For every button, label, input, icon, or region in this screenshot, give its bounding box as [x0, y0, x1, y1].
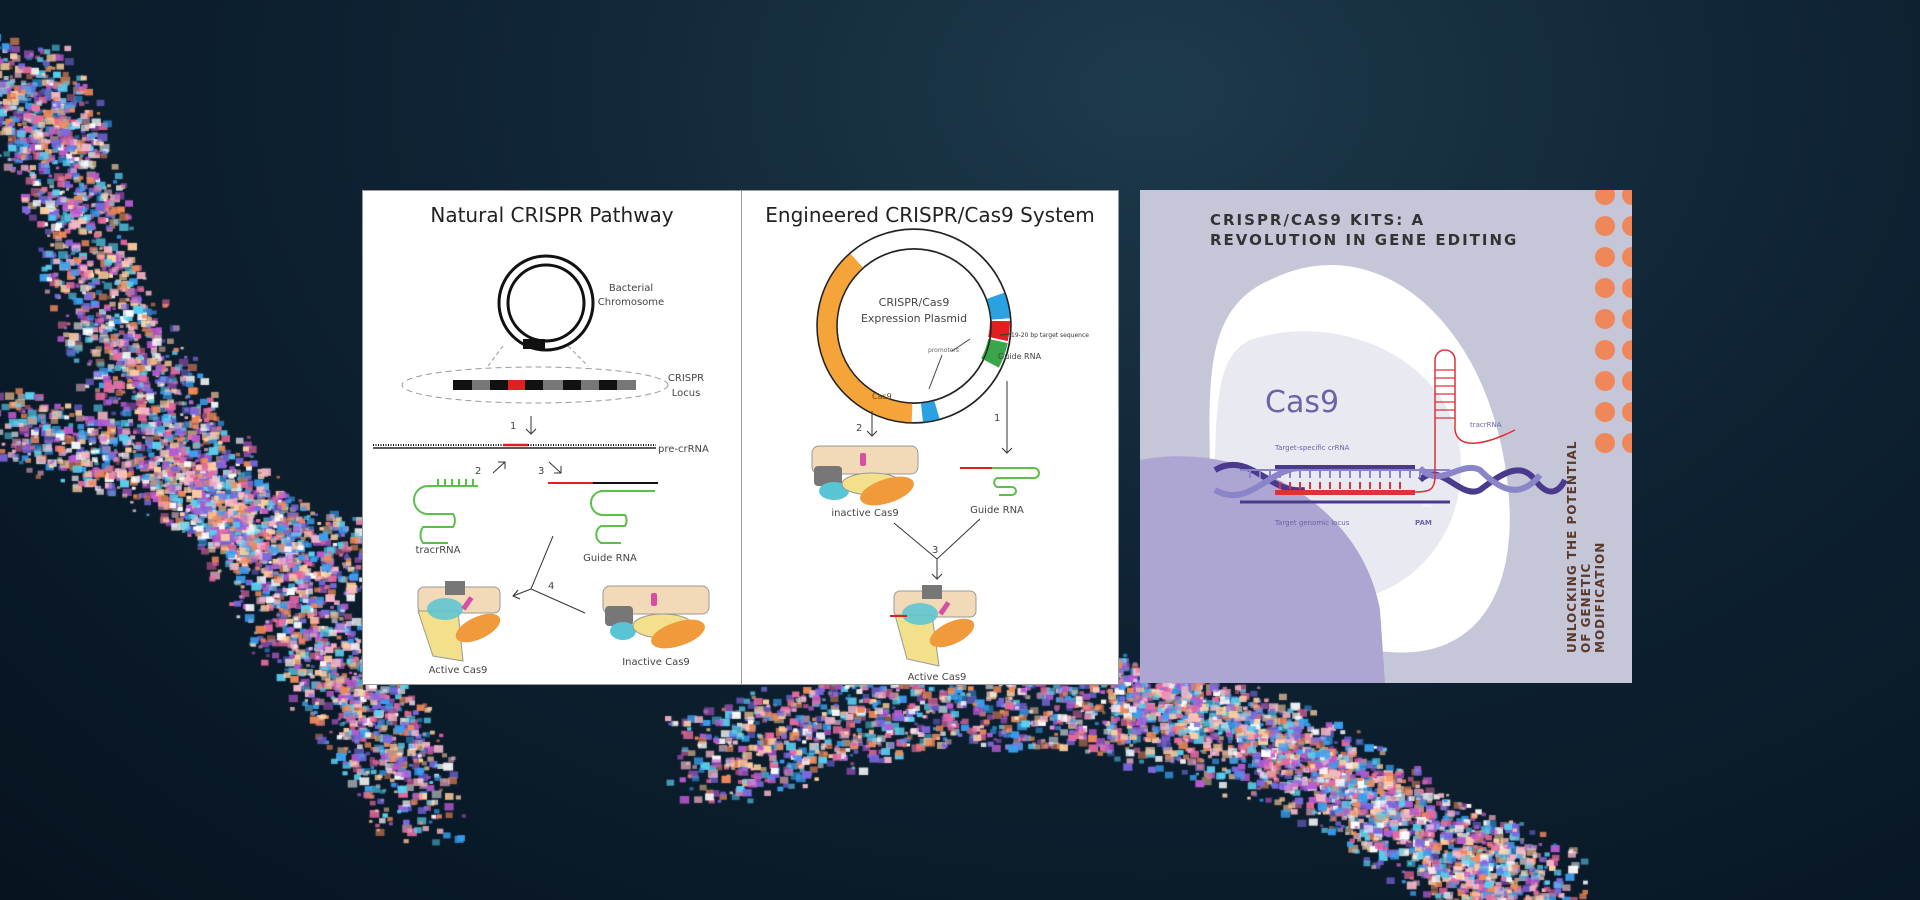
- crispr-locus-bar: [453, 380, 636, 390]
- orange-dot: [1595, 340, 1615, 360]
- ngg-label: NGG: [1423, 503, 1432, 508]
- guide-rna-structure: [960, 467, 1040, 496]
- promoters-label: promoters: [928, 347, 959, 354]
- plasmid-label: Expression Plasmid: [861, 312, 967, 325]
- orange-dot: [1622, 433, 1632, 453]
- tracrrna-structure: [413, 479, 478, 544]
- pre-crrna-strand: [373, 443, 656, 449]
- poster-title: REVOLUTION IN GENE EDITING: [1210, 231, 1518, 249]
- merge-arrow-icon: [512, 535, 586, 614]
- poster-tagline: UNLOCKING THE POTENTIAL: [1565, 441, 1579, 653]
- purple-circle-shape: [1140, 456, 1385, 683]
- orange-dot: [1622, 402, 1632, 422]
- locus-zoom-ellipse: [401, 366, 669, 404]
- plasmid-label: CRISPR/Cas9: [879, 296, 950, 309]
- arrow-down-icon: [1001, 381, 1013, 454]
- natural-crispr-pathway-figure: Natural CRISPR Pathway Bacterial Chromos…: [362, 190, 742, 685]
- arrow-down-right-icon: [548, 461, 562, 474]
- guide-rna-label: Guide RNA: [970, 505, 1024, 516]
- active-cas9-label: Active Cas9: [908, 672, 967, 683]
- orange-dot: [1595, 433, 1615, 453]
- step-3-label: 3: [538, 466, 544, 477]
- orange-dot: [1595, 371, 1615, 391]
- guide-rna-label: Guide RNA: [583, 553, 637, 564]
- active-cas9-label: Active Cas9: [429, 665, 488, 676]
- poster-tagline: OF GENETIC: [1579, 563, 1593, 653]
- orange-dot: [1622, 309, 1632, 329]
- orange-dot: [1622, 371, 1632, 391]
- locus-label: Locus: [672, 388, 701, 399]
- chromosome-label: Chromosome: [598, 297, 664, 308]
- step-4-label: 4: [548, 581, 554, 592]
- arrow-down-icon: [866, 411, 878, 437]
- step-2-label: 2: [856, 423, 862, 434]
- tracrrna-label: tracrRNA: [415, 545, 460, 556]
- orange-dot: [1595, 402, 1615, 422]
- orange-dot: [1622, 247, 1632, 267]
- inactive-cas9-icon: [602, 585, 710, 649]
- pam-label: PAM: [1415, 519, 1432, 527]
- figure-title: Engineered CRISPR/Cas9 System: [765, 203, 1094, 227]
- target-sequence-label: 19-20 bp target sequence: [1011, 332, 1089, 339]
- inactive-cas9-label: inactive Cas9: [831, 508, 898, 519]
- guide-rna-segment-label: Guide RNA: [998, 352, 1042, 361]
- active-cas9-icon: [890, 585, 977, 667]
- orange-dot: [1622, 190, 1632, 205]
- arrow-down-icon: [525, 416, 537, 435]
- active-cas9-icon: [417, 581, 501, 662]
- merge-arrow-icon: [893, 518, 981, 580]
- poster-title: CRISPR/CAS9 KITS: A: [1210, 211, 1425, 229]
- cas9-label: Cas9: [1265, 385, 1339, 420]
- orange-dot: [1622, 216, 1632, 236]
- dna-double-helix: [1213, 461, 1568, 504]
- bacterial-chromosome-icon: [497, 254, 595, 352]
- cas9-segment-label: Cas9: [872, 392, 892, 401]
- orange-dot: [1595, 278, 1615, 298]
- figure-title: Natural CRISPR Pathway: [430, 203, 673, 227]
- tracrrna-label: tracrRNA: [1470, 421, 1502, 429]
- orange-dot: [1595, 216, 1615, 236]
- step-1-label: 1: [510, 421, 516, 432]
- locus-label: CRISPR: [668, 373, 704, 384]
- orange-dot: [1595, 309, 1615, 329]
- rna-guide-strand: [1275, 349, 1516, 495]
- crrna-label: Target-specific crRNA: [1274, 444, 1350, 452]
- pre-crrna-label: pre-crRNA: [658, 444, 709, 455]
- arrow-up-right-icon: [492, 461, 506, 474]
- step-2-label: 2: [475, 466, 481, 477]
- genomic-locus-label: Target genomic locus: [1274, 519, 1350, 527]
- expression-plasmid-icon: [816, 228, 1012, 424]
- inactive-cas9-icon: [811, 445, 919, 506]
- poster-tagline: MODIFICATION: [1593, 542, 1607, 653]
- orange-dot: [1622, 340, 1632, 360]
- step-1-label: 1: [994, 413, 1000, 424]
- orange-dot: [1595, 190, 1615, 205]
- engineered-crispr-system-figure: Engineered CRISPR/Cas9 System CRISPR/Cas…: [741, 190, 1119, 685]
- crispr-kits-poster: CRISPR/CAS9 KITS: A REVOLUTION IN GENE E…: [1140, 190, 1632, 683]
- orange-dot: [1595, 247, 1615, 267]
- orange-dot: [1622, 278, 1632, 298]
- orange-dot-column: [1595, 190, 1632, 453]
- guide-rna-structure: [548, 482, 658, 544]
- step-3-label: 3: [932, 545, 938, 556]
- chromosome-label: Bacterial: [609, 283, 653, 294]
- inactive-cas9-label: Inactive Cas9: [622, 657, 690, 668]
